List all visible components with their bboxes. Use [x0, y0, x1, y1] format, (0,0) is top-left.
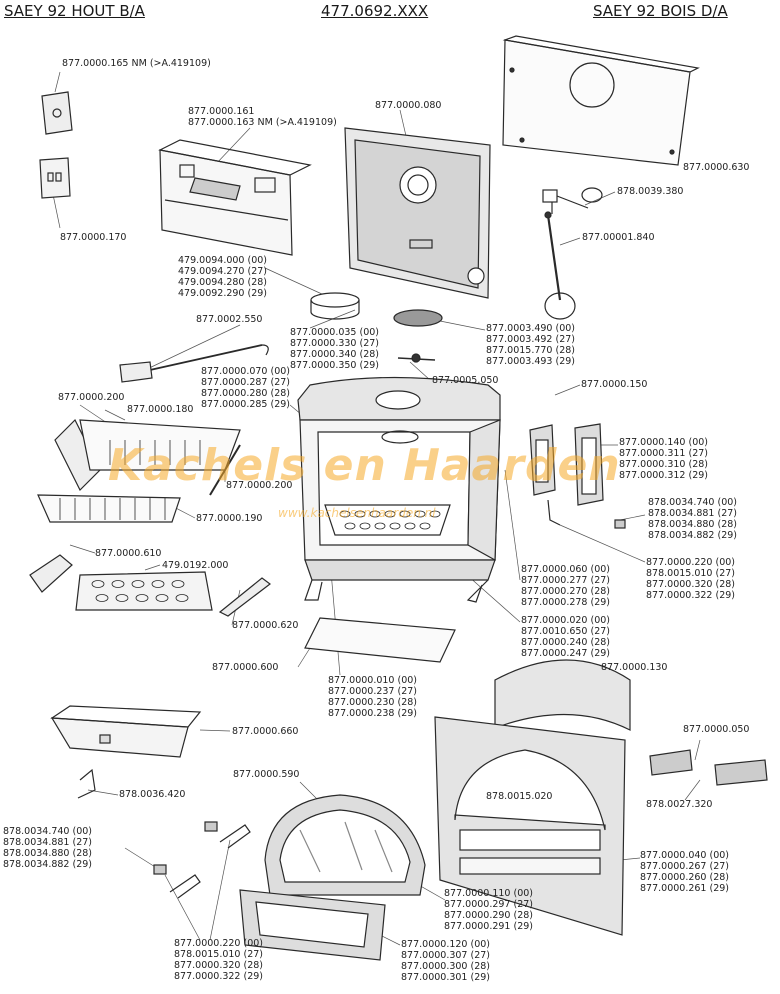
- hinge-2: [714, 759, 768, 786]
- part-label: 877.0000.200: [226, 480, 293, 491]
- part-label: 877.0000.020 (00) 877.0010.650 (27) 877.…: [521, 615, 611, 659]
- part-label: 877.0000.050: [683, 724, 750, 735]
- glass-door: [264, 794, 426, 896]
- part-label: 877.0000.140 (00) 877.0000.311 (27) 877.…: [619, 437, 709, 481]
- ash-pan-clip: [77, 768, 96, 799]
- front-frame: [434, 716, 626, 936]
- ash-door: [239, 889, 386, 961]
- part-label: 877.0000.220 (00) 878.0015.010 (27) 877.…: [646, 557, 736, 601]
- watermark-url: www.kachelsenhaarden.nl: [278, 506, 436, 520]
- part-label: 877.0000.040 (00) 877.0000.267 (27) 877.…: [640, 850, 730, 894]
- log-grate-back: [79, 419, 241, 471]
- damper-lever: [542, 187, 603, 214]
- ash-door-plate: [41, 91, 73, 135]
- part-label: 877.0003.490 (00) 877.0003.492 (27) 877.…: [486, 323, 576, 367]
- part-label: 878.0039.380: [617, 186, 684, 197]
- part-label: 877.00001.840: [582, 232, 655, 243]
- fire-grate: [324, 504, 451, 536]
- part-label: 878.0034.740 (00) 878.0034.881 (27) 878.…: [648, 497, 738, 541]
- door-handle-2: [169, 874, 201, 899]
- part-label: 877.0000.660: [232, 726, 299, 737]
- part-label: 877.0000.200: [58, 392, 125, 403]
- part-label: 877.0000.110 (00) 877.0000.297 (27) 877.…: [444, 888, 534, 932]
- top-arch-bar: [494, 659, 631, 731]
- part-label: 877.0000.180: [127, 404, 194, 415]
- part-label: 877.0000.035 (00) 877.0000.330 (27) 877.…: [290, 327, 380, 371]
- ash-grate: [37, 494, 181, 523]
- part-label: 877.0000.610: [95, 548, 162, 559]
- grate-plate-holes: [75, 571, 213, 611]
- side-plate-2: [574, 423, 604, 506]
- part-label: 877.0000.600: [212, 662, 279, 673]
- back-baffle: [158, 139, 312, 256]
- bottom-plate: [304, 617, 456, 663]
- door-knob-2: [153, 864, 167, 875]
- part-label: 878.0015.020: [486, 791, 553, 802]
- title-left: SAEY 92 HOUT B/A: [4, 2, 145, 20]
- part-label: 877.0000.060 (00) 877.0000.277 (27) 877.…: [521, 564, 611, 608]
- part-label: 877.0000.165 NM (>A.419109): [62, 58, 211, 69]
- flue-collar: [310, 292, 360, 320]
- door-knob-1: [204, 821, 218, 832]
- part-label: 877.0000.190: [196, 513, 263, 524]
- hinge-1: [649, 749, 693, 776]
- flue-cover: [393, 309, 443, 327]
- door-handle-1: [219, 824, 251, 849]
- side-hook: [547, 499, 561, 526]
- part-label: 878.0034.740 (00) 878.0034.881 (27) 878.…: [3, 826, 93, 870]
- part-label: 877.0000.170: [60, 232, 127, 243]
- title-center: 477.0692.XXX: [321, 2, 429, 20]
- flue-handle: [397, 353, 436, 363]
- part-label: 878.0027.320: [646, 799, 713, 810]
- knob-plate: [39, 157, 71, 199]
- watermark: Kachels en Haarden: [108, 440, 621, 491]
- part-label: 877.0000.590: [233, 769, 300, 780]
- part-label: 877.0002.550: [196, 314, 263, 325]
- damper-rod: [544, 211, 576, 320]
- part-label: 877.0000.630: [683, 162, 750, 173]
- deflector-angle: [29, 554, 73, 593]
- ash-pan: [50, 705, 202, 758]
- part-label: 877.0000.130: [601, 662, 668, 673]
- part-label: 877.0000.161 877.0000.163 NM (>A.419109): [188, 106, 337, 128]
- part-label: 877.0000.150: [581, 379, 648, 390]
- small-knob-right: [614, 519, 626, 529]
- part-label: 877.0000.220 (00) 878.0015.010 (27) 877.…: [174, 938, 264, 982]
- part-label: 877.0000.080: [375, 100, 442, 111]
- part-label: 877.0005.050: [432, 375, 499, 386]
- part-label: 479.0094.000 (00) 479.0094.270 (27) 479.…: [178, 255, 268, 299]
- rear-panel: [344, 127, 491, 299]
- poker-tool: [119, 344, 269, 383]
- part-label: 878.0036.420: [119, 789, 186, 800]
- heat-shield: [502, 35, 700, 166]
- side-bar: [209, 444, 241, 496]
- title-right: SAEY 92 BOIS D/A: [593, 2, 728, 20]
- part-label: 877.0000.620: [232, 620, 299, 631]
- part-label: 479.0192.000: [162, 560, 229, 571]
- angle-strip: [218, 577, 271, 617]
- part-label: 877.0000.070 (00) 877.0000.287 (27) 877.…: [201, 366, 291, 410]
- part-label: 877.0000.120 (00) 877.0000.307 (27) 877.…: [401, 939, 491, 983]
- part-label: 877.0000.010 (00) 877.0000.237 (27) 877.…: [328, 675, 418, 719]
- side-plate-1: [529, 424, 556, 496]
